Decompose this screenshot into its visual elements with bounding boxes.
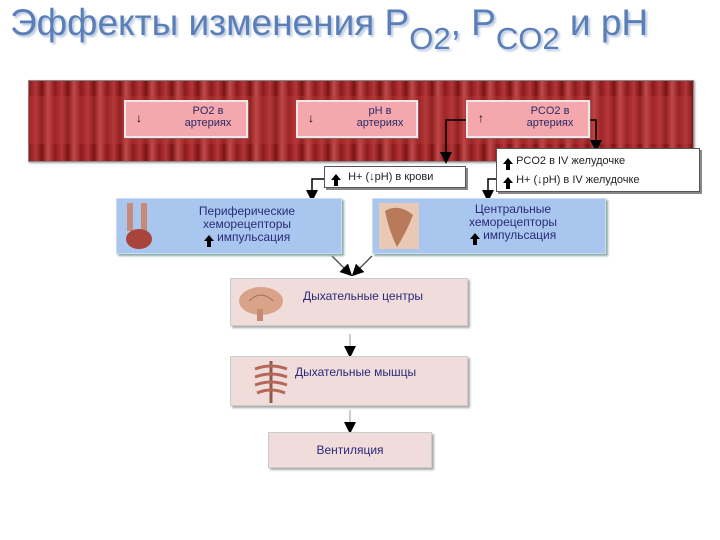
up-arrow-icon: ↑	[478, 111, 484, 125]
up-arrow-icon	[503, 177, 513, 190]
brainstem-icon	[379, 203, 419, 249]
respiratory-centers-box: Дыхательные центры	[230, 278, 468, 326]
up-arrow-icon	[203, 234, 214, 247]
up-arrow-icon	[331, 174, 341, 187]
ribcage-icon	[254, 361, 288, 403]
central-chemoreceptors-box: Центральные хеморецепторы импульсация	[372, 198, 606, 254]
brain-icon	[239, 287, 283, 321]
respiratory-muscles-box: Дыхательные мышцы	[230, 356, 468, 406]
ventricle-box: PCO2 в IV желудочке H+ (↓pH) в IV желудо…	[496, 148, 700, 192]
up-arrow-icon	[469, 232, 480, 245]
up-arrow-icon	[503, 158, 513, 171]
down-arrow-icon: ↓	[308, 111, 314, 125]
blood-h-box: H+ (↓pH) в крови	[324, 166, 466, 188]
slide-title: Эффекты изменения PO2, PCO2 и рН	[10, 2, 649, 56]
peripheral-chemoreceptors-box: Периферические хеморецепторы импульсация	[116, 198, 342, 254]
down-arrow-icon: ↓	[136, 111, 142, 125]
carotid-body-icon	[126, 203, 152, 249]
ventilation-box: Вентиляция	[268, 432, 432, 468]
